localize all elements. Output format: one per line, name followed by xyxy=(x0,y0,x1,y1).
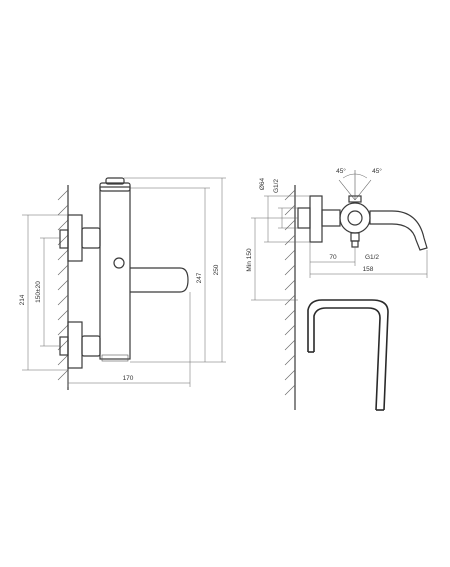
dim-170-label: 170 xyxy=(123,375,134,382)
dim-214-label: 214 xyxy=(19,294,26,305)
angle-left-label: 45° xyxy=(336,167,346,175)
bathtub-outer-edge xyxy=(307,299,389,411)
dim-158-label: 158 xyxy=(363,266,374,273)
dim-lines-front xyxy=(22,177,226,387)
side-body xyxy=(339,195,371,248)
bathtub-section xyxy=(307,299,389,411)
dim-70-label: 70 xyxy=(329,254,337,261)
dim-lines-side xyxy=(251,195,428,301)
front-view: 214 150±20 247 250 170 xyxy=(19,177,226,390)
dim-min150-label: Min 150 xyxy=(246,248,253,272)
dim-247-label: 247 xyxy=(196,272,203,283)
upper-connector xyxy=(59,214,101,262)
side-view: Ø64 G1/2 45° 45° Min 150 70 G1/2 158 xyxy=(246,167,428,410)
wall-hatching-left xyxy=(57,189,69,381)
bathtub-inner-edge xyxy=(313,307,381,411)
dim-250-label: 250 xyxy=(213,264,220,275)
dim-g12-lower-label: G1/2 xyxy=(365,254,379,261)
lever-handle xyxy=(130,267,189,293)
mixer-body xyxy=(99,177,131,362)
side-connector xyxy=(297,195,341,243)
dim-g12-upper-label: G1/2 xyxy=(273,179,280,193)
dim-64-label: Ø64 xyxy=(259,177,266,190)
angle-right-label: 45° xyxy=(372,167,382,175)
lever-angle-lines xyxy=(338,170,372,201)
spout xyxy=(369,210,428,251)
wall-hatching-right xyxy=(284,189,296,396)
dim-150-label: 150±20 xyxy=(35,281,42,303)
lower-connector xyxy=(59,321,101,369)
